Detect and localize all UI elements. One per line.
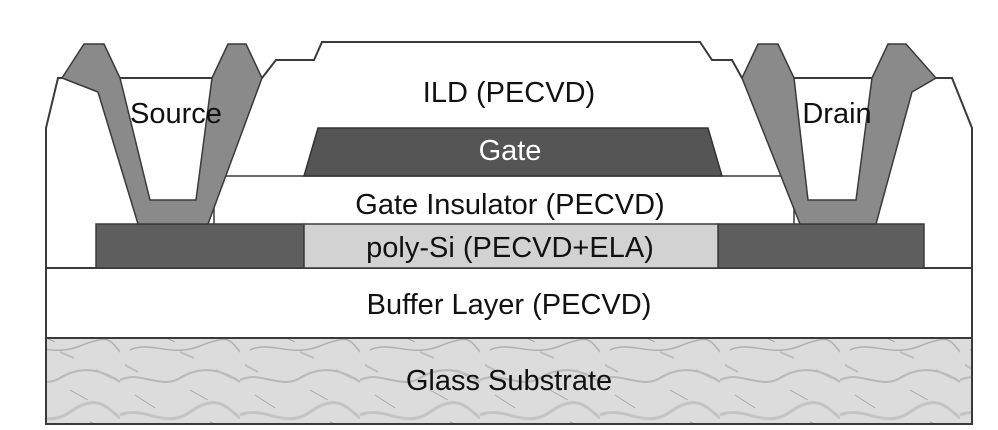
glass-substrate-layer bbox=[45, 337, 973, 425]
poly-si-channel bbox=[303, 223, 719, 269]
source-doped-region bbox=[95, 223, 305, 269]
buffer-layer bbox=[45, 267, 973, 339]
buffer-layer-label: Buffer Layer (PECVD) bbox=[367, 289, 652, 321]
gate-insulator-label: Gate Insulator (PECVD) bbox=[355, 189, 664, 221]
gate-metal bbox=[303, 127, 723, 177]
source-label: Source bbox=[130, 98, 222, 130]
drain-doped-region bbox=[717, 223, 925, 269]
source-contact-metal bbox=[60, 43, 263, 225]
ild-label: ILD (PECVD) bbox=[423, 77, 595, 109]
gate-label: Gate bbox=[479, 135, 542, 167]
poly-si-label: poly-Si (PECVD+ELA) bbox=[366, 232, 654, 264]
drain-contact-metal bbox=[741, 43, 938, 225]
glass-substrate-label: Glass Substrate bbox=[406, 365, 612, 397]
drain-label: Drain bbox=[802, 98, 871, 130]
